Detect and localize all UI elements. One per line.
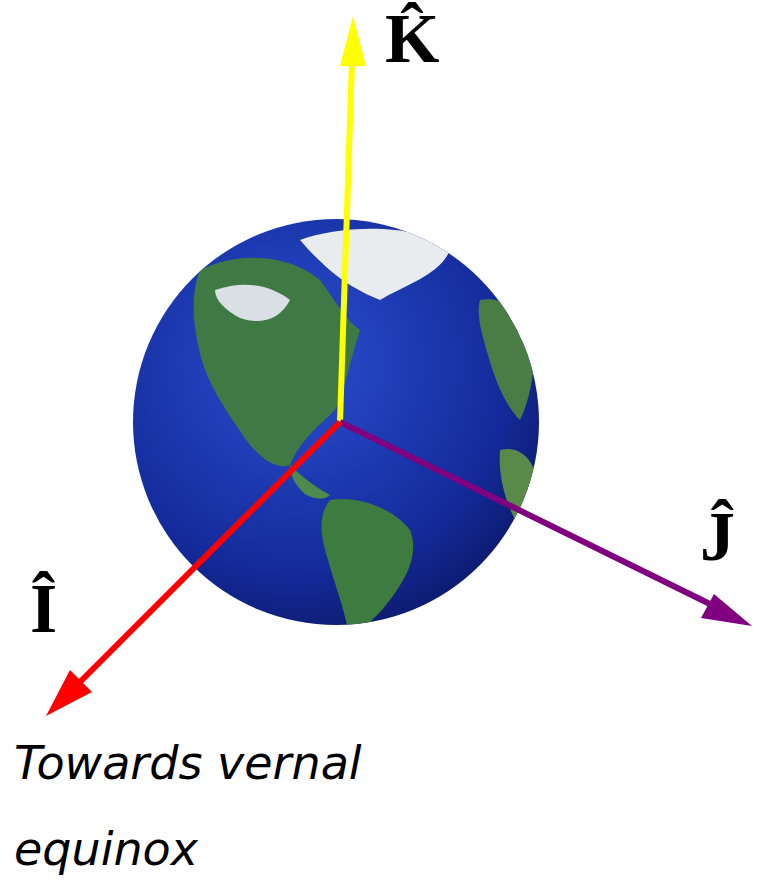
direction-note: Towards vernal equinox bbox=[14, 720, 484, 892]
arrowhead bbox=[46, 670, 92, 716]
j-axis bbox=[340, 422, 712, 605]
i-axis bbox=[78, 422, 340, 684]
axis-label: K̂ bbox=[385, 0, 439, 77]
axis-label: Ĵ bbox=[700, 498, 735, 575]
arrowhead bbox=[340, 16, 366, 66]
axis-label: Î bbox=[30, 570, 57, 647]
arrowhead bbox=[701, 594, 752, 626]
k-axis bbox=[340, 60, 352, 422]
